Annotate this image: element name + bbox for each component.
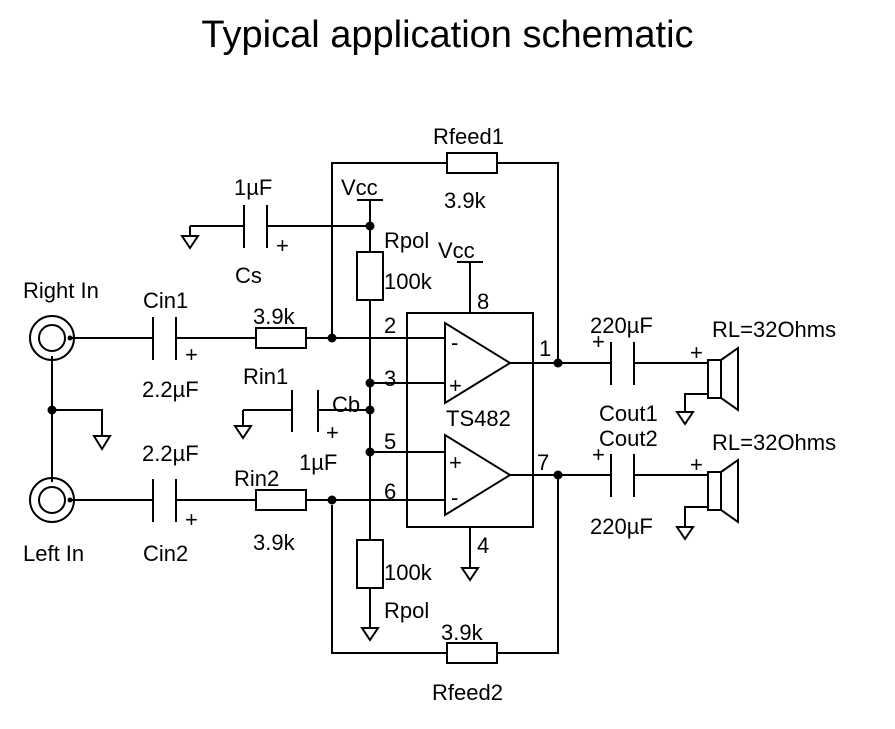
cin2-label: Cin2 <box>143 541 188 566</box>
pin-6-label: 6 <box>384 479 396 504</box>
rpol-bottom-resistor <box>356 539 384 589</box>
rfeed1-label: Rfeed1 <box>433 124 504 149</box>
rpol-bottom-label: Rpol <box>384 598 429 623</box>
pin-1-label: 1 <box>539 336 551 361</box>
ground-icon <box>675 526 695 541</box>
cb-plus: + <box>326 420 339 445</box>
diagram-title: Typical application schematic <box>201 14 694 56</box>
opamp-1-plus: + <box>449 373 462 398</box>
rfeed1-resistor <box>446 152 498 174</box>
cin1-plus: + <box>185 342 198 367</box>
ground-icon <box>92 435 112 451</box>
cout2-label: Cout2 <box>599 426 658 451</box>
opamp-1-triangle <box>444 321 512 405</box>
wires <box>51 162 708 654</box>
speaker-2-icon <box>707 458 739 524</box>
load-1-label: RL=32Ohms <box>712 317 836 342</box>
cin1-value: 2.2µF <box>142 377 199 402</box>
load-2-label: RL=32Ohms <box>712 430 836 455</box>
rfeed2-label: Rfeed2 <box>432 680 503 705</box>
speaker-2-plus: + <box>690 452 703 477</box>
rfeed2-resistor <box>446 642 498 664</box>
rpol-top-value: 100k <box>384 269 433 294</box>
cb-value: 1µF <box>299 450 337 475</box>
left-in-jack <box>29 477 75 523</box>
cb-capacitor <box>291 390 319 432</box>
rin2-resistor <box>255 489 307 511</box>
opamp-2-triangle <box>444 433 512 517</box>
pin-3-label: 3 <box>384 366 396 391</box>
cout1-value: 220µF <box>590 313 653 338</box>
ground-icon <box>360 627 380 642</box>
opamp-1-minus: - <box>451 330 458 355</box>
cs-plus: + <box>276 233 289 258</box>
rfeed1-value: 3.9k <box>444 188 487 213</box>
opamp-2-minus: - <box>451 485 458 510</box>
pin-5-label: 5 <box>384 429 396 454</box>
cin2-value: 2.2µF <box>142 441 199 466</box>
ground-icon <box>675 411 695 426</box>
pin-2-label: 2 <box>384 313 396 338</box>
cin1-label: Cin1 <box>143 288 188 313</box>
opamp-2-plus: + <box>449 450 462 475</box>
ground-icon <box>460 567 480 582</box>
rin2-label: Rin2 <box>234 466 279 491</box>
rfeed2-value: 3.9k <box>441 620 484 645</box>
cin2-capacitor <box>152 479 177 522</box>
cs-label: Cs <box>235 263 262 288</box>
speaker-1-icon <box>707 346 739 412</box>
vcc-chip-label: Vcc <box>438 238 475 263</box>
cs-capacitor <box>243 205 268 248</box>
cout2-capacitor <box>610 454 635 497</box>
rin1-label: Rin1 <box>243 364 288 389</box>
right-in-label: Right In <box>23 278 99 303</box>
right-in-jack <box>29 315 75 361</box>
pin-8-label: 8 <box>477 289 489 314</box>
ts482-chip-body <box>406 312 534 528</box>
cin1-capacitor <box>152 317 177 360</box>
rpol-bottom-value: 100k <box>384 560 433 585</box>
pin-4-label: 4 <box>477 533 489 558</box>
rpol-top-resistor <box>356 251 384 301</box>
rin1-value: 3.9k <box>253 304 296 329</box>
junction-dots <box>47 221 563 505</box>
pin-7-label: 7 <box>537 450 549 475</box>
chip-label: TS482 <box>446 406 511 431</box>
rpol-top-label: Rpol <box>384 228 429 253</box>
cin2-plus: + <box>185 507 198 532</box>
left-in-label: Left In <box>23 541 84 566</box>
cout1-label: Cout1 <box>599 401 658 426</box>
rin2-value: 3.9k <box>253 530 296 555</box>
cout1-capacitor <box>610 342 635 385</box>
rin1-resistor <box>255 327 307 349</box>
ground-icon <box>233 425 253 440</box>
speaker-1-plus: + <box>690 340 703 365</box>
cb-label: Cb <box>332 392 360 417</box>
ground-icon <box>180 235 200 250</box>
cout1-plus: + <box>592 329 605 354</box>
cout2-value: 220µF <box>590 514 653 539</box>
vcc-label: Vcc <box>341 175 378 200</box>
cout2-plus: + <box>592 442 605 467</box>
cs-value: 1µF <box>234 175 272 200</box>
